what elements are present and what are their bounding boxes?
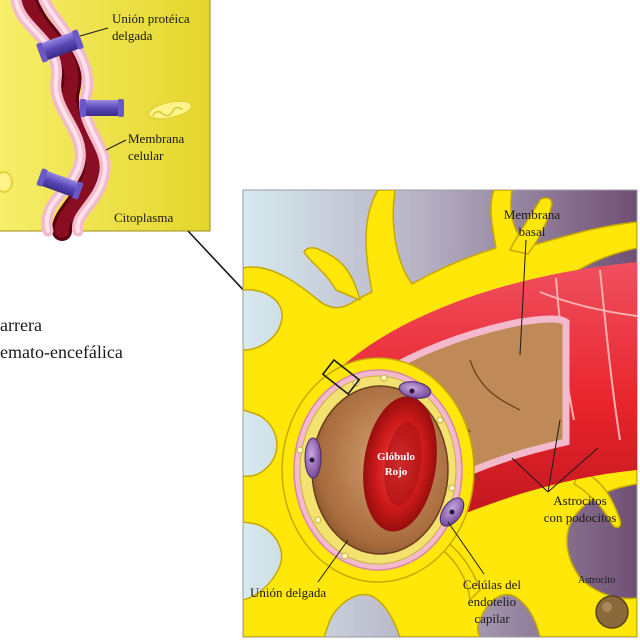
label-astrocyte: Astrocito xyxy=(578,575,616,586)
label-astrocytes: Astrocitos con podocitos xyxy=(543,493,617,525)
label-cytoplasm: Citoplasma xyxy=(114,210,174,225)
capillary-panel xyxy=(242,189,638,638)
red-blood-cell xyxy=(363,396,437,532)
astrocyte-body xyxy=(595,595,629,629)
label-cell-membrane: Membrana celular xyxy=(128,131,185,163)
label-protein-junction: Unión protéica delgada xyxy=(112,11,190,43)
leader-line xyxy=(105,139,127,151)
endothelial-nucleus-icon xyxy=(398,381,432,399)
protein-junction-band xyxy=(80,99,124,117)
zoom-box xyxy=(321,358,361,396)
endothelial-nucleus-icon xyxy=(304,437,322,479)
label-basal-membrane: Membrana basal xyxy=(503,207,561,239)
label-red-blood-cell: Glóbulo Rojo xyxy=(377,451,415,478)
diagram-title: arrera emato-encefálica xyxy=(0,315,123,362)
leader-line xyxy=(79,27,109,37)
inset-panel xyxy=(0,0,211,241)
endothelial-nucleus-icon xyxy=(439,497,465,527)
mitochondrion-icon xyxy=(147,99,193,121)
leader-line xyxy=(511,457,549,493)
leader-line xyxy=(519,239,527,356)
mitochondrion-edge-icon xyxy=(0,171,13,193)
label-tight-junction: Unión delgada xyxy=(250,585,327,600)
label-endothelial-cells: Celúlas del endotelio capilar xyxy=(462,577,522,626)
leader-line xyxy=(317,539,349,583)
protein-junction-band xyxy=(36,168,84,200)
leader-line xyxy=(547,419,561,493)
leader-line xyxy=(547,447,599,493)
protein-junction-band xyxy=(36,29,84,63)
leader-line xyxy=(447,521,485,575)
cell-membrane-strands xyxy=(10,0,111,241)
